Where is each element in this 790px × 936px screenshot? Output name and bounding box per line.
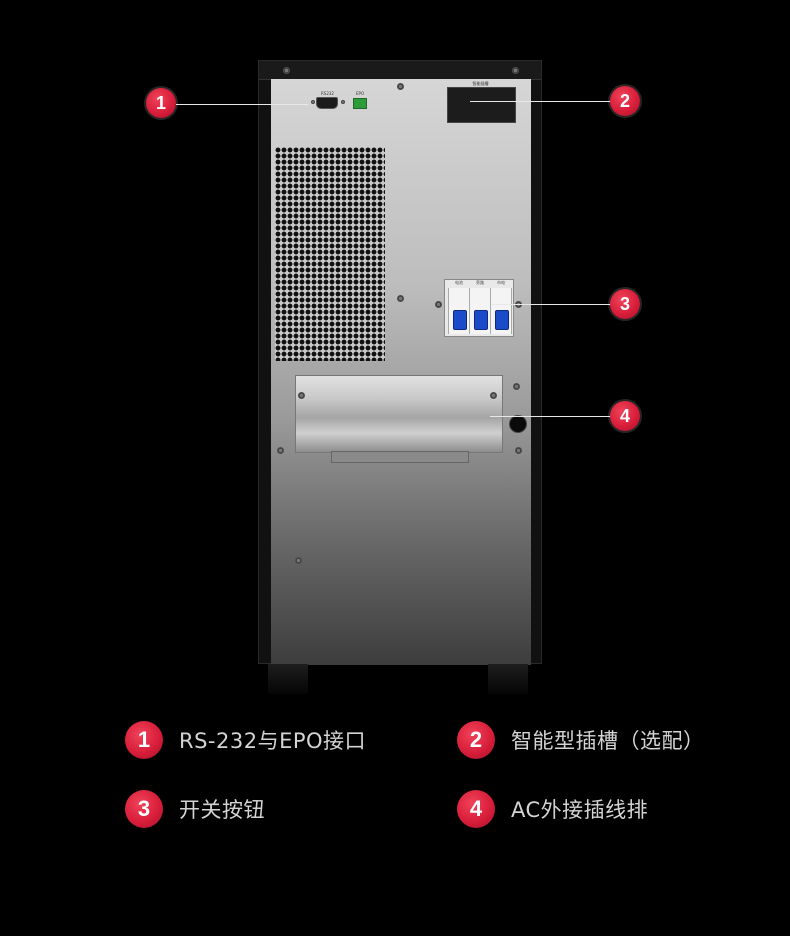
legend-text: 智能型插槽（选配） (511, 729, 705, 753)
screw-icon (512, 67, 519, 74)
screw-icon (283, 67, 290, 74)
ventilation-grille (275, 147, 385, 361)
legend-text: 开关按钮 (179, 798, 265, 822)
breaker-bypass: 旁路 (469, 280, 491, 334)
legend-item-2: 2 智能型插槽（选配） (457, 721, 705, 759)
legend-badge: 2 (457, 721, 495, 759)
rs232-label: RS232 (321, 91, 334, 96)
legend-item-4: 4 AC外接插线排 (457, 790, 648, 828)
rear-panel: RS232 EPO 智能插槽 电池 旁路 市电 (271, 79, 531, 665)
legend-badge: 1 (125, 721, 163, 759)
breaker-battery: 电池 (448, 280, 470, 334)
screw-icon (397, 295, 404, 302)
callout-badge-4: 4 (610, 401, 640, 431)
screw-icon (515, 447, 522, 454)
screw-icon (490, 392, 497, 399)
callout-badge-2: 2 (610, 86, 640, 116)
legend-item-3: 3 开关按钮 (125, 790, 265, 828)
legend-badge: 4 (457, 790, 495, 828)
breaker-toggle[interactable] (495, 310, 509, 330)
breaker-label: 旁路 (476, 280, 484, 285)
legend-text: AC外接插线排 (511, 798, 649, 822)
breaker-panel: 电池 旁路 市电 (444, 279, 514, 337)
screw-icon (295, 557, 302, 564)
screw-icon (277, 447, 284, 454)
breaker-label: 市电 (497, 280, 505, 285)
screw-icon (311, 100, 315, 104)
epo-label: EPO (356, 91, 365, 96)
callout-badge-3: 3 (610, 289, 640, 319)
cabinet-foot (268, 664, 308, 694)
screw-icon (397, 83, 404, 90)
ac-outlet-strip-cover[interactable] (295, 375, 503, 453)
epo-terminal[interactable] (353, 98, 367, 109)
leader-line-4 (490, 416, 612, 417)
legend-item-1: 1 RS-232与EPO接口 (125, 721, 366, 759)
breaker-toggle[interactable] (453, 310, 467, 330)
legend-badge: 3 (125, 790, 163, 828)
cable-entry-hole (509, 415, 527, 433)
leader-line-3 (492, 304, 612, 305)
screw-icon (341, 100, 345, 104)
smart-slot[interactable] (447, 87, 516, 123)
ac-strip-lip (331, 451, 469, 463)
legend-text: RS-232与EPO接口 (179, 729, 367, 753)
smart-slot-label: 智能插槽 (472, 81, 489, 86)
leader-line-2 (470, 101, 612, 102)
breaker-mains: 市电 (490, 280, 512, 334)
breaker-toggle[interactable] (474, 310, 488, 330)
screw-icon (298, 392, 305, 399)
cabinet-foot (488, 664, 528, 694)
breaker-label: 电池 (455, 280, 463, 285)
screw-icon (435, 301, 442, 308)
ups-cabinet: RS232 EPO 智能插槽 电池 旁路 市电 (258, 60, 542, 665)
screw-icon (513, 383, 520, 390)
leader-line-1 (176, 104, 308, 105)
callout-badge-1: 1 (146, 88, 176, 118)
rs232-port[interactable] (316, 97, 338, 109)
cabinet-top (259, 61, 541, 80)
